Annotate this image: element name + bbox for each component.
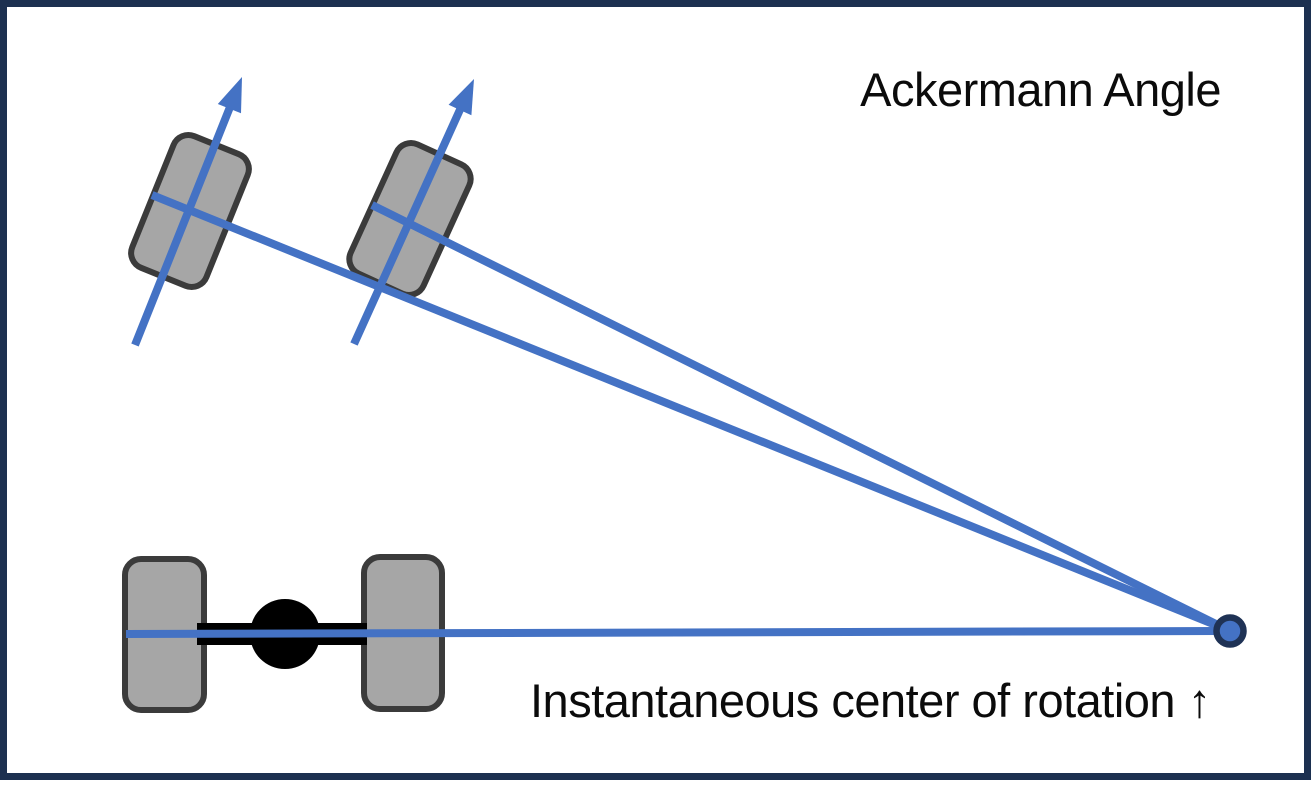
front-left-heading-line <box>131 100 236 347</box>
rear-axle-line-to-icr <box>125 627 1221 638</box>
front-right-arrowhead-icon <box>448 79 474 116</box>
front-left-arrowhead-icon <box>217 77 242 114</box>
front-right-axle-line-to-icr <box>370 201 1230 634</box>
diagram-title: Ackermann Angle <box>860 63 1221 116</box>
front-left-axle-line-to-icr <box>150 191 1230 634</box>
icr-caption: Instantaneous center of rotation ↑ <box>530 674 1211 727</box>
icr-point-dot <box>1213 614 1247 648</box>
front-right-heading-line <box>350 101 467 346</box>
ackermann-steering-diagram <box>122 77 1247 713</box>
